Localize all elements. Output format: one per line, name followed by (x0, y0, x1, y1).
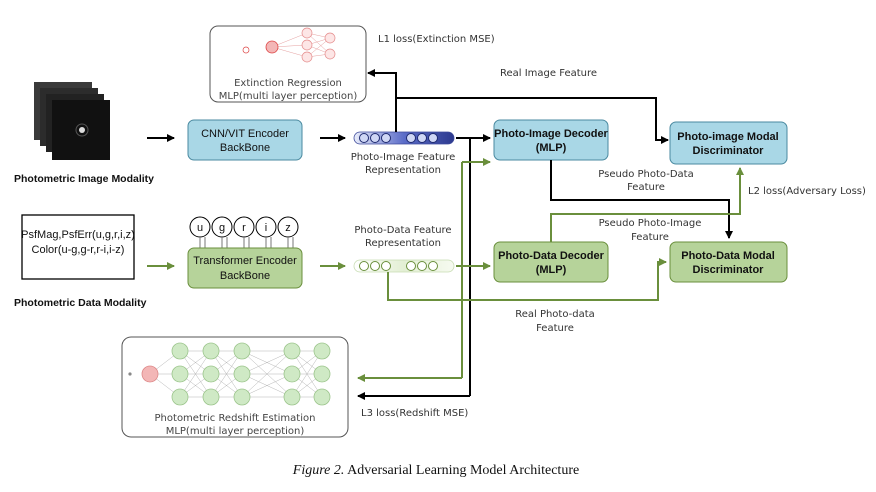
extinction-mlp-line1: Extinction Regression (234, 78, 342, 89)
real-photo-data-label-1: Real Photo-data (515, 309, 595, 320)
extinction-node (301, 51, 313, 63)
photo-image-decoder-box (493, 119, 609, 161)
photometric-image-modality-label: Photometric Image Modality (14, 173, 154, 185)
photo-data-decoder-line1: Photo-Data Decoder (498, 250, 604, 262)
redshift-node (202, 388, 220, 406)
data-discriminator-box (669, 241, 788, 283)
figure-number: Figure 2. (292, 463, 345, 478)
l1-loss-label: L1 loss(Extinction MSE) (378, 34, 495, 45)
cnn-encoder-line2: BackBone (220, 142, 270, 154)
extinction-node (324, 32, 336, 44)
cnn-encoder-line1: CNN/VIT Encoder (201, 128, 289, 140)
redshift-input-node (141, 365, 159, 383)
redshift-node (233, 365, 251, 383)
redshift-node (283, 388, 301, 406)
photo-data-decoder-line2: (MLP) (536, 264, 567, 276)
redshift-node (233, 342, 251, 360)
redshift-node (313, 342, 331, 360)
data-input-line1: PsfMag,PsfErr(u,g,r,i,z) (21, 229, 135, 241)
redshift-node (202, 365, 220, 383)
pseudo-photo-data-arrow (550, 160, 733, 239)
redshift-node (313, 388, 331, 406)
photo-image-decoder-line1: Photo-Image Decoder (494, 128, 608, 140)
figure-caption-text: Adversarial Learning Model Architecture (344, 463, 579, 478)
photometric-image-stack (34, 82, 110, 160)
redshift-node (171, 342, 189, 360)
extinction-mlp-line2: MLP(multi layer perception) (219, 91, 358, 102)
extinction-arrow (367, 69, 397, 132)
real-photo-data-label-2: Feature (536, 323, 574, 334)
real-image-feature-arrow (396, 97, 669, 144)
redshift-input-dot (128, 372, 132, 376)
redshift-node (283, 365, 301, 383)
l2-loss-label: L2 loss(Adversary Loss) (748, 186, 866, 197)
redshift-node (233, 388, 251, 406)
image-discriminator-line2: Discriminator (693, 145, 765, 157)
photo-data-feature-bar (353, 259, 455, 273)
redshift-node (313, 365, 331, 383)
real-photo-data-arrow (387, 258, 667, 301)
extinction-hidden-node (265, 40, 279, 54)
data-input-box (21, 214, 135, 280)
band-r-label: r (242, 222, 246, 234)
pseudo-photo-data-label-1: Pseudo Photo-Data (598, 169, 693, 180)
photo-image-feature-line2: Representation (365, 165, 441, 176)
redshift-node (202, 342, 220, 360)
photo-image-decoder-line2: (MLP) (536, 142, 567, 154)
figure-caption: Figure 2. Adversarial Learning Model Arc… (292, 463, 579, 478)
photo-data-feature-line2: Representation (365, 238, 441, 249)
real-image-feature-label: Real Image Feature (500, 68, 597, 79)
extinction-input-node (242, 46, 250, 54)
extinction-node (324, 48, 336, 60)
photo-image-feature-bar (353, 131, 455, 145)
data-discriminator-line1: Photo-Data Modal (681, 250, 775, 262)
pseudo-photo-image-label-2: Feature (631, 232, 669, 243)
transformer-encoder-line1: Transformer Encoder (193, 255, 297, 267)
image-discriminator-line1: Photo-image Modal (677, 131, 778, 143)
redshift-node (171, 388, 189, 406)
band-z-label: z (285, 222, 291, 234)
photo-data-feature-line1: Photo-Data Feature (354, 225, 451, 236)
l3-loss-label: L3 loss(Redshift MSE) (361, 408, 468, 419)
redshift-mlp-line2: MLP(multi layer perception) (166, 426, 305, 437)
extinction-node (301, 39, 313, 51)
photometric-data-modality-label: Photometric Data Modality (14, 297, 147, 309)
photo-data-decoder-box (493, 241, 609, 283)
redshift-mlp-line1: Photometric Redshift Estimation (155, 413, 316, 424)
image-discriminator-box (669, 121, 788, 165)
band-u-label: u (197, 222, 203, 234)
band-i-label: i (265, 222, 267, 234)
pseudo-photo-image-arrow (550, 167, 744, 242)
extinction-mlp-box (209, 25, 367, 103)
band-inputs: u g r i z (189, 216, 299, 248)
band-g-label: g (219, 222, 225, 234)
pseudo-photo-image-label-1: Pseudo Photo-Image (599, 218, 702, 229)
transformer-encoder-line2: BackBone (220, 270, 270, 282)
photo-image-feature-line1: Photo-Image Feature (351, 152, 456, 163)
data-discriminator-line2: Discriminator (693, 264, 765, 276)
cnn-encoder-box (187, 119, 303, 161)
extinction-node (301, 27, 313, 39)
data-input-line2: Color(u-g,g-r,r-i,i-z) (32, 244, 125, 256)
redshift-node (171, 365, 189, 383)
transformer-encoder-box (187, 247, 303, 289)
pseudo-photo-data-label-2: Feature (627, 182, 665, 193)
redshift-node (283, 342, 301, 360)
